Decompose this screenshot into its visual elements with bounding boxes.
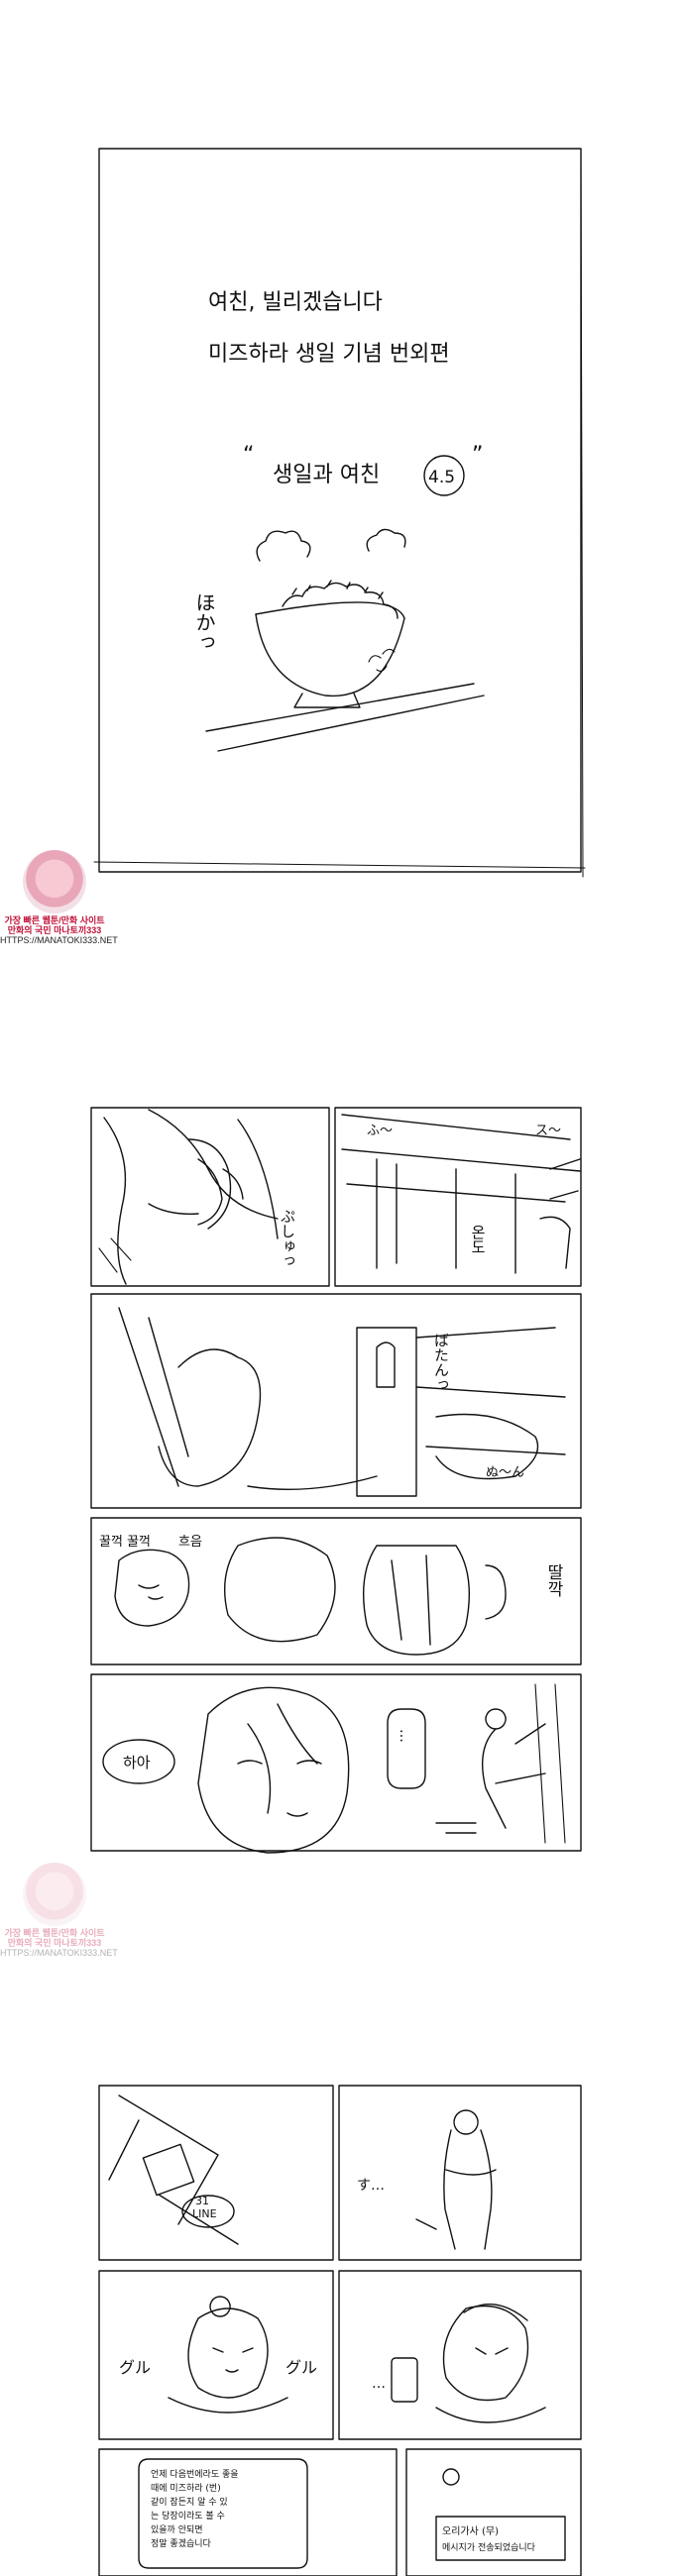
chapter-title: 생일과 여친 xyxy=(273,463,380,487)
chapter-number: 4.5 xyxy=(428,468,455,487)
watermark-url: HTTPS://MANATOKI333.NET xyxy=(0,1948,118,1958)
letter-line-1: 언제 다음번에라도 좋을 xyxy=(151,2468,239,2480)
panel-3-1 xyxy=(98,2085,334,2261)
sfx-pushu: ぷしゅっ xyxy=(279,1209,296,1268)
panel-3-3 xyxy=(98,2270,334,2440)
sfx-gul-left: グル xyxy=(119,2358,151,2377)
chapter-close-quote: ” xyxy=(472,443,483,468)
panel-2-1 xyxy=(90,1107,330,1287)
sfx-nyu: ぬ〜ん xyxy=(486,1465,524,1480)
rabbit-mascot-icon xyxy=(23,1863,86,1926)
speech-vertical-text: … xyxy=(397,1729,412,1743)
watermark-line1: 가장 빠른 웹툰/만화 사이트 xyxy=(4,915,105,925)
watermark-url: HTTPS://MANATOKI333.NET xyxy=(0,935,118,945)
panel-3-5 xyxy=(98,2448,398,2576)
sfx-hmm: 흐음 xyxy=(178,1535,202,1550)
panel-3-2 xyxy=(338,2085,582,2261)
chapter-open-quote: “ xyxy=(243,443,254,468)
phone-label: LINE xyxy=(192,2207,217,2220)
page-2-panels xyxy=(90,1107,582,1854)
letter-line-2: 때에 미즈하라 (번) xyxy=(151,2483,221,2494)
panel-2-5 xyxy=(90,1673,582,1852)
message-line-2: 메시지가 전송되었습니다 xyxy=(442,2541,536,2553)
sfx-su: ス〜 xyxy=(535,1124,561,1138)
sfx-batan: ばたんっ xyxy=(432,1333,450,1392)
message-line-1: 오리가사 (무) xyxy=(442,2525,499,2537)
panel-2-4 xyxy=(90,1517,582,1665)
panel-3-4 xyxy=(338,2270,582,2440)
message-bubble xyxy=(435,2516,566,2561)
watermark-line2: 만화의 국민 마나토끼333 xyxy=(7,1938,102,1948)
letter-line-5: 있을까 안되면 xyxy=(151,2523,203,2535)
panel-2-3 xyxy=(90,1293,582,1509)
watermark-line1: 가장 빠른 웹툰/만화 사이트 xyxy=(4,1928,105,1938)
page-3-panels xyxy=(98,2085,582,2576)
watermark-line2: 만화의 국민 마나토끼333 xyxy=(7,925,102,935)
sfx-ondo: 온도 xyxy=(469,1225,487,1254)
watermark-logo-faded: 가장 빠른 웹툰/만화 사이트 만화의 국민 마나토끼333 HTTPS://M… xyxy=(0,1863,118,1958)
sfx-su-3: す… xyxy=(357,2178,385,2194)
panel-3-6 xyxy=(405,2448,582,2576)
sfx-ttalkak: 딸깍 xyxy=(543,1563,563,1597)
letter-line-3: 같이 잠든지 알 수 있 xyxy=(151,2496,228,2508)
letter-line-6: 정말 좋겠습니다 xyxy=(151,2537,212,2549)
speech-bubble-haa xyxy=(102,1739,175,1784)
cover-title-line1: 여친, 빌리겠습니다 xyxy=(208,290,383,315)
sfx-gul-right: グル xyxy=(285,2358,317,2377)
sfx-fu: ふ〜 xyxy=(367,1124,393,1138)
cover-frame xyxy=(98,148,582,873)
phone-date: 31 xyxy=(195,2195,209,2207)
sfx-nom: 꿀꺽 꿀꺽 xyxy=(99,1535,151,1550)
rabbit-mascot-icon xyxy=(23,850,86,913)
cover-page xyxy=(93,148,586,878)
sfx-hoka: ほかっ xyxy=(192,592,216,652)
letter-bubble xyxy=(138,2458,308,2569)
cover-title-line2: 미즈하라 생일 기념 번외편 xyxy=(208,342,450,367)
speech-haa-text: 하아 xyxy=(123,1754,151,1771)
sfx-dots: … xyxy=(372,2376,386,2392)
letter-line-4: 는 당장이라도 볼 수 xyxy=(151,2511,225,2522)
panel-2-2 xyxy=(334,1107,582,1287)
watermark-logo: 가장 빠른 웹툰/만화 사이트 만화의 국민 마나토끼333 HTTPS://M… xyxy=(0,850,118,945)
